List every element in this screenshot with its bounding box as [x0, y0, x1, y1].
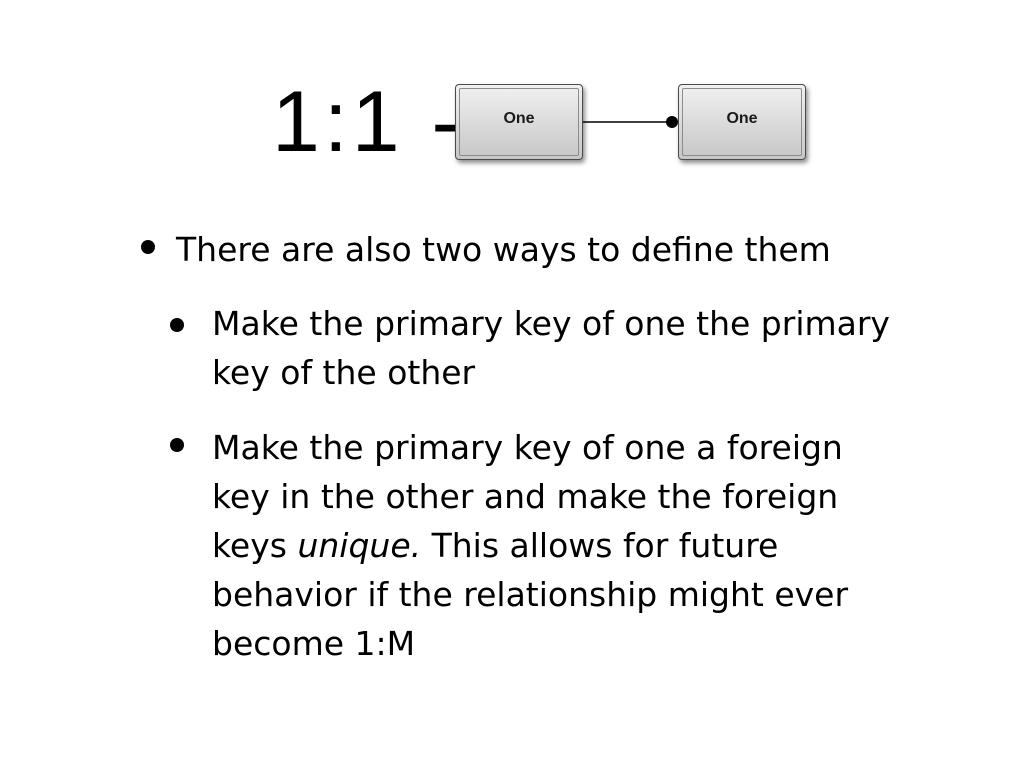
entity-label-right: One — [726, 110, 758, 127]
bullet-sub2: Make the primary key of one a foreign ke… — [212, 426, 848, 671]
entity-label-left: One — [503, 110, 535, 127]
bullet-main: There are also two ways to define them — [176, 228, 831, 277]
relationship-endpoint-dot — [666, 116, 678, 128]
bullet-sub2-unique-term: unique. — [297, 526, 422, 565]
bullet-sub1-line1: Make the primary key of one the primary — [212, 304, 890, 343]
bullet-sub1: Make the primary key of one the primary … — [212, 302, 890, 400]
entity-box-left: One — [455, 84, 583, 160]
bullet-sub2-line3-suffix: This allows for future — [421, 526, 779, 565]
entity-box-right: One — [678, 84, 806, 160]
relationship-connector — [583, 116, 678, 128]
bullet-sub2-line2: key in the other and make the foreign — [212, 477, 839, 516]
bullet-sub2-line4: behavior if the relationship might ever — [212, 575, 849, 614]
bullet-sub2-line5: become 1:M — [212, 624, 416, 663]
bullet-dot-sub2 — [170, 438, 184, 452]
bullet-sub2-line1: Make the primary key of one a foreign — [212, 428, 843, 467]
bullet-sub1-line2: key of the other — [212, 353, 476, 392]
bullet-dot-sub1 — [170, 318, 184, 332]
bullet-sub2-line3-prefix: keys — [212, 526, 298, 565]
bullet-dot-main — [141, 240, 155, 254]
bullet-main-text: There are also two ways to define them — [176, 230, 831, 269]
slide-title: 1:1 - — [272, 74, 465, 170]
bullet-sub2-line3: keys unique. This allows for future — [212, 524, 848, 573]
